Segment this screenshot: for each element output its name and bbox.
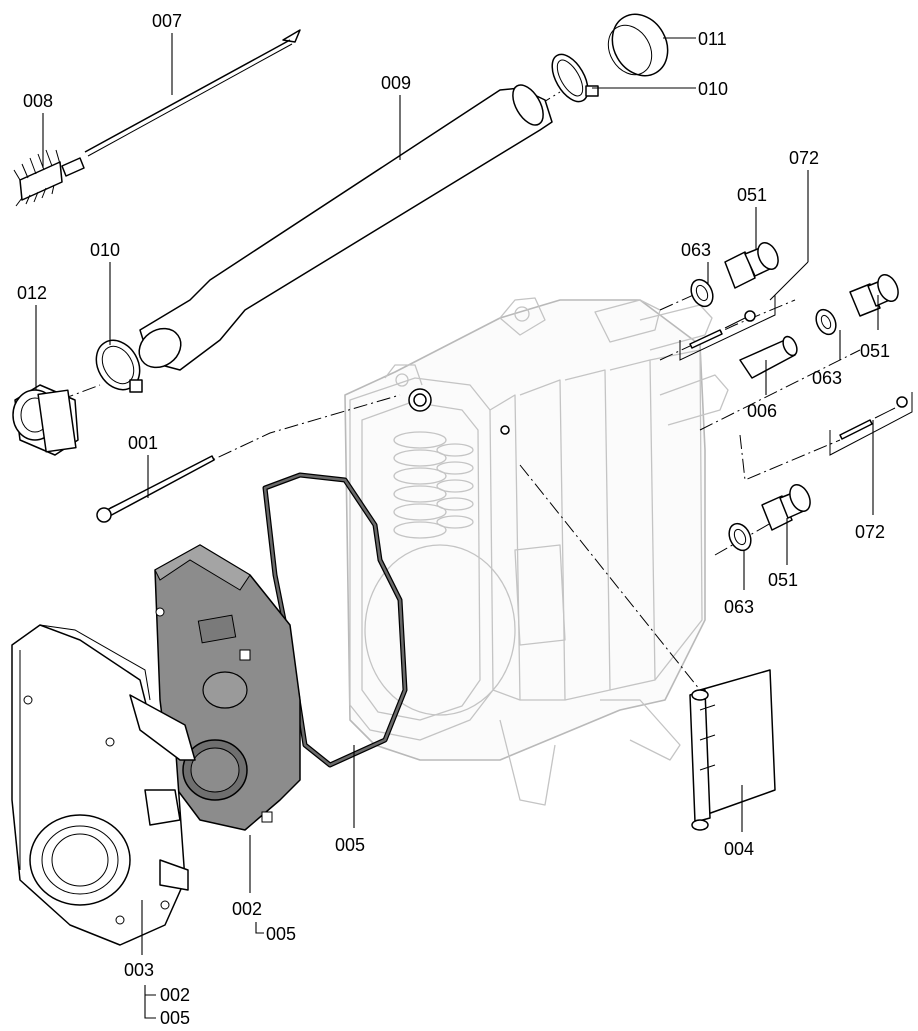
- label-063-top: 063: [681, 240, 711, 260]
- label-004: 004: [724, 839, 754, 859]
- part-063-washer-mid: [815, 308, 837, 336]
- part-011-end-cap: [607, 13, 669, 77]
- part-063-washer-bottom: [728, 522, 752, 552]
- label-001: 001: [128, 433, 158, 453]
- part-051-fitting-bottom: [761, 484, 811, 531]
- part-006-sleeve: [739, 335, 798, 379]
- part-008-brush: [13, 149, 85, 207]
- label-007: 007: [152, 11, 182, 31]
- part-004-bracket: [689, 669, 776, 831]
- part-009-flue-tube: [138, 84, 553, 371]
- label-072-bottom: 072: [855, 522, 885, 542]
- part-labels: 007 008 009 011 010 010 012 001 072 051 …: [17, 11, 890, 1028]
- label-010-left: 010: [90, 240, 120, 260]
- label-051-top: 051: [737, 185, 767, 205]
- part-012-adapter: [12, 384, 79, 456]
- label-009: 009: [381, 73, 411, 93]
- label-002: 002: [232, 899, 262, 919]
- label-063-mid: 063: [812, 368, 842, 388]
- label-051-bottom: 051: [768, 570, 798, 590]
- label-008: 008: [23, 91, 53, 111]
- part-072-pin-set-bottom: [829, 392, 913, 456]
- label-005: 005: [335, 835, 365, 855]
- part-010-clamp-left: [95, 339, 143, 393]
- part-051-fitting-top: [724, 242, 779, 289]
- label-011: 011: [698, 29, 727, 49]
- label-002-sub-005: 005: [266, 924, 296, 944]
- part-001-sensor-rod: [96, 455, 215, 523]
- part-003-burner-housing: [11, 624, 196, 946]
- label-063-bottom: 063: [724, 597, 754, 617]
- part-007-cleaning-rod: [84, 29, 301, 157]
- part-010-clamp-right: [551, 53, 599, 103]
- part-072-pin-set-top: [679, 295, 776, 361]
- label-072-top: 072: [789, 148, 819, 168]
- leader-lines: [35, 33, 879, 1019]
- label-003-sub-005: 005: [160, 1008, 190, 1028]
- label-012: 012: [17, 283, 47, 303]
- label-010-right: 010: [698, 79, 728, 99]
- heat-exchanger-housing: [344, 297, 729, 806]
- label-006: 006: [747, 401, 777, 421]
- label-003: 003: [124, 960, 154, 980]
- label-003-sub-002: 002: [160, 985, 190, 1005]
- label-051-mid: 051: [860, 341, 890, 361]
- part-063-washer-top: [690, 278, 714, 308]
- part-051-fitting-mid: [849, 274, 899, 317]
